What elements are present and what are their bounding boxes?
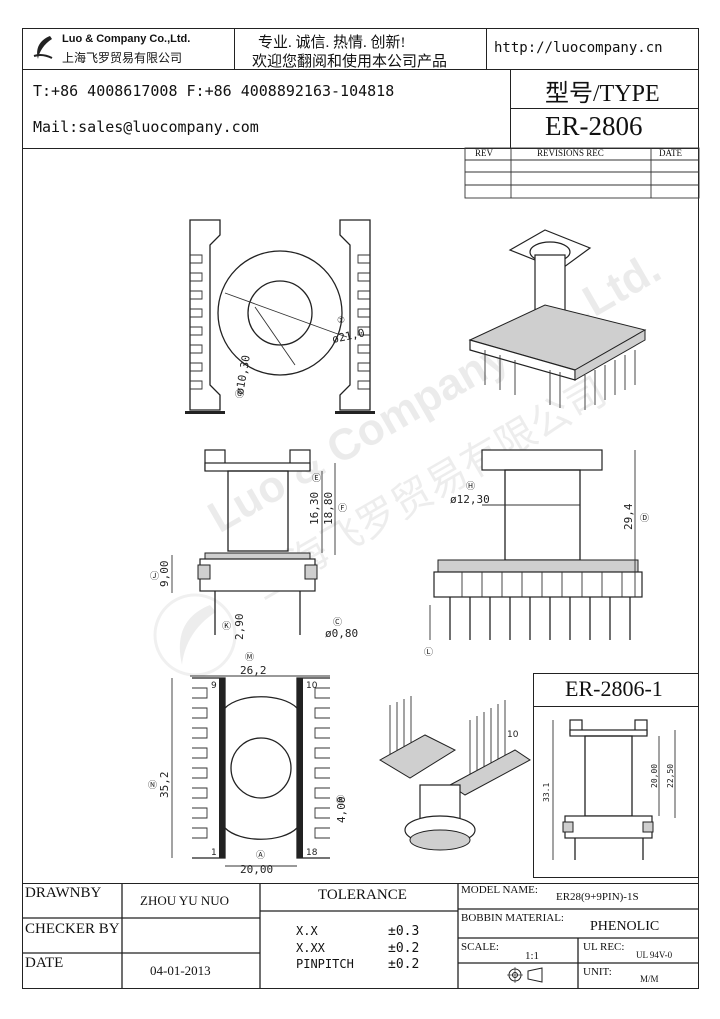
marker-j-label: Ⓙ xyxy=(150,571,159,582)
marker-m-label: Ⓜ xyxy=(245,652,254,663)
title-block xyxy=(22,883,699,989)
drawnby-label: DRAWNBY xyxy=(25,885,102,901)
date-value: 04-01-2013 xyxy=(150,963,211,978)
unit-label: UNIT: xyxy=(583,966,612,978)
dim-dia-1230: ø12,30 xyxy=(450,493,490,506)
marker-n-label: Ⓝ xyxy=(148,780,157,791)
dim-352: 35,2 xyxy=(158,772,171,799)
slogan-line2: 欢迎您翻阅和使用本公司产品 xyxy=(252,54,448,70)
dim-dia-080: ø0,80 xyxy=(325,627,358,640)
pin-18-label: 18 xyxy=(306,848,318,858)
tol-val-xxx: ±0.2 xyxy=(388,941,420,956)
marker-h-label: Ⓗ xyxy=(466,481,475,492)
tol-key-xx: X.X xyxy=(296,924,318,938)
side-view-drawing: 16,30 18,80 Ⓔ Ⓕ 9,00 Ⓙ 2,90 Ⓚ ø0,80 Ⓒ xyxy=(150,449,358,641)
marker-k-label: Ⓚ xyxy=(222,621,231,632)
scale-value: 1:1 xyxy=(525,950,540,962)
slogan-line1: 专业. 诚信. 热情. 创新! xyxy=(258,35,406,51)
watermark-logo-icon xyxy=(153,593,237,677)
dim-262: 26,2 xyxy=(240,664,267,677)
unit-value: M/M xyxy=(640,974,659,984)
marker-g-label: Ⓖ xyxy=(235,389,244,400)
marker-f-label: ① xyxy=(337,316,345,326)
marker-a-label: Ⓐ xyxy=(256,850,265,861)
iso-pin-10-label: 10 xyxy=(507,730,519,740)
variant-title-cell xyxy=(533,673,699,707)
date-col-header: DATE xyxy=(659,148,682,158)
revisions-rec-col-header: REVISIONS REC xyxy=(537,148,604,158)
dim-290: 2,90 xyxy=(233,614,246,641)
title-block-grid xyxy=(22,883,699,989)
dim-2000: 20,00 xyxy=(240,863,273,876)
date-label: DATE xyxy=(25,955,64,971)
marker-l-label: Ⓛ xyxy=(424,647,433,658)
mail-address[interactable]: Mail:sales@luocompany.com xyxy=(33,118,259,136)
tol-key-xxx: X.XX xyxy=(296,941,325,955)
variant-dim-2250: 22,50 xyxy=(666,764,675,788)
bobbin-material-value: PHENOLIC xyxy=(590,919,660,934)
ul-rec-label: UL REC: xyxy=(583,941,625,953)
isometric-view-top xyxy=(468,229,647,410)
bottom-view-drawing: Ⓜ 26,2 35,2 Ⓝ 4,00 Ⓑ Ⓐ 20,00 9 10 1 18 xyxy=(148,652,348,876)
company-name-en: Luo & Company Co.,Ltd. xyxy=(62,33,191,45)
variant-view-drawing: 33.1 20,00 22,50 xyxy=(542,719,676,860)
company-name-cn: 上海飞罗贸易有限公司 xyxy=(62,51,183,65)
company-url-link[interactable]: http://luocompany.cn xyxy=(494,40,663,56)
dim-400: 4,00 xyxy=(335,797,348,824)
model-number: ER-2806 xyxy=(545,111,643,141)
bobbin-material-label: BOBBIN MATERIAL: xyxy=(461,912,564,924)
pin-10-label: 10 xyxy=(306,681,318,691)
rev-col-header: REV xyxy=(475,148,493,158)
marker-d-label: Ⓓ xyxy=(640,513,649,524)
projection-symbol-icon xyxy=(507,967,543,983)
drawnby-value: ZHOU YU NUO xyxy=(140,893,230,908)
variant-dim-331: 33.1 xyxy=(542,783,551,802)
model-cell xyxy=(510,108,699,149)
type-label: 型号/TYPE xyxy=(545,81,660,107)
variant-dim-2000: 20,00 xyxy=(650,764,659,788)
top-view-drawing: ① ø21,0 ø10,30 Ⓖ xyxy=(185,219,375,414)
phone-fax: T:+86 4008617008 F:+86 4008892163-104818 xyxy=(33,82,395,100)
front-view-drawing: ø12,30 Ⓗ 29,4 Ⓓ Ⓛ xyxy=(424,449,649,658)
scale-label: SCALE: xyxy=(461,941,499,953)
ul-rec-value: UL 94V-0 xyxy=(636,950,673,960)
dim-dia-21: ø21,0 xyxy=(331,326,366,346)
revisions-table: REV REVISIONS REC DATE xyxy=(464,147,700,199)
company-logo-icon xyxy=(33,36,53,59)
marker-c-label: Ⓒ xyxy=(333,617,342,628)
pin-9-label: 9 xyxy=(211,681,217,691)
tolerance-label: TOLERANCE xyxy=(318,887,407,903)
checker-label: CHECKER BY xyxy=(25,921,120,937)
tol-val-pinpitch: ±0.2 xyxy=(388,957,420,972)
isometric-view-bottom: 10 xyxy=(379,696,531,851)
contact-cell xyxy=(22,69,511,149)
marker-e-label: Ⓔ xyxy=(312,473,321,484)
tol-val-xx: ±0.3 xyxy=(388,924,420,939)
dim-294: 29,4 xyxy=(622,503,635,530)
variant-title: ER-2806-1 xyxy=(565,676,663,701)
dim-1630: 16,30 xyxy=(308,492,321,525)
pin-1-label: 1 xyxy=(211,848,217,858)
tol-key-pinpitch: PINPITCH xyxy=(296,957,354,971)
model-name-label: MODEL NAME: xyxy=(461,884,538,896)
marker-b-label: Ⓑ xyxy=(336,795,345,806)
dim-1880: 18,80 xyxy=(322,492,335,525)
marker-f2-label: Ⓕ xyxy=(338,503,347,514)
dim-900: 9,00 xyxy=(158,561,171,588)
model-name-value: ER28(9+9PIN)-1S xyxy=(556,891,639,903)
